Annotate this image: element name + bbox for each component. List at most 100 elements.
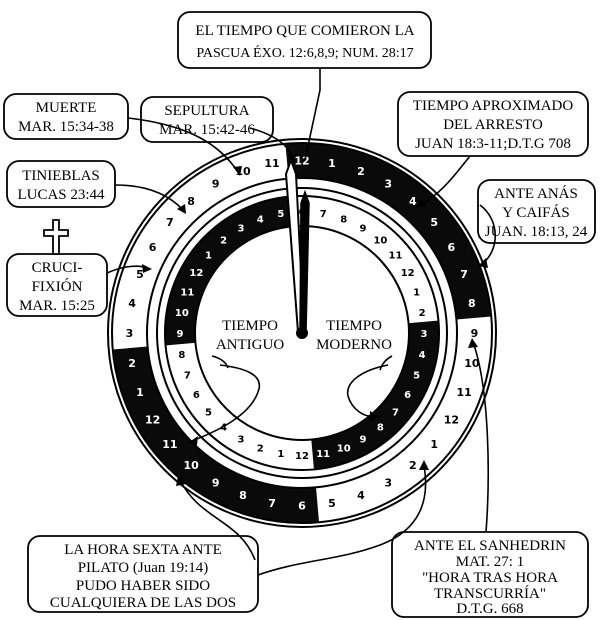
- outer-ring-number: 8: [187, 195, 195, 208]
- sepultura-line-1: SEPULTURA: [164, 103, 249, 119]
- inner-ring-number: 5: [413, 371, 420, 382]
- crucifixion-line-3: MAR. 15:25: [19, 298, 95, 314]
- anas-leader: [479, 204, 496, 265]
- sanhedrin-line-3: "HORA TRAS HORA: [422, 570, 558, 586]
- outer-ring-number: 10: [464, 357, 480, 370]
- outer-ring-number: 1: [136, 386, 144, 399]
- inner-ring-segment: [347, 208, 381, 246]
- outer-ring-number: 5: [136, 268, 144, 281]
- tinieblas-box: [6, 160, 116, 208]
- sanhedrin-line-4: TRANSCURRÍA": [434, 585, 546, 602]
- outer-ring-number: 9: [212, 476, 220, 489]
- arresto-line-3: JUAN 18:3-11;D.T.G 708: [415, 136, 571, 152]
- inner-ring-number: 9: [360, 223, 367, 234]
- outer-ring-number: 11: [162, 438, 177, 451]
- sanhedrin-box: [391, 531, 589, 618]
- inner-ring-number: 2: [220, 236, 227, 247]
- callout-texts: EL TIEMPO QUE COMIERON LA PASCUA ÉXO. 12…: [17, 23, 587, 617]
- antiguo-arrowhead: [188, 436, 198, 445]
- inner-ring-segment: [377, 236, 415, 272]
- inner-ring-number: 5: [205, 407, 212, 418]
- crucifixion-arrowhead: [142, 264, 152, 273]
- sanhedrin-arrowhead-top: [468, 338, 478, 348]
- outer-ring-segment: [221, 149, 262, 193]
- anas-line-3: JUAN. 18:13, 24: [485, 224, 588, 240]
- inner-ring-number: 6: [193, 390, 200, 401]
- sanhedrin-arrowhead-bottom: [419, 460, 429, 470]
- inner-ring-number: 11: [316, 449, 330, 460]
- outer-ring-number: 7: [166, 216, 174, 229]
- arresto-leader: [419, 155, 471, 206]
- arresto-arrowhead: [416, 198, 426, 207]
- inner-ring-number: 8: [340, 214, 347, 225]
- inner-ring-number: 7: [320, 209, 327, 220]
- inner-ring-segment: [398, 275, 435, 306]
- outer-ring-segment: [252, 143, 289, 184]
- tiempo-antiguo-label-1: TIEMPO: [222, 318, 278, 334]
- sanhedrin-line-1: ANTE EL SANHEDRIN: [414, 538, 566, 554]
- inner-ring-numbers: 6789101112123456789101112123456789101112…: [175, 207, 428, 462]
- inner-ring-segment: [177, 378, 215, 412]
- muerte-box: [3, 93, 129, 140]
- outer-ring-number: 11: [456, 386, 471, 399]
- outer-ring-number: 12: [294, 155, 309, 168]
- inner-ring-number: 6: [404, 390, 411, 401]
- inner-ring-number: 12: [189, 268, 203, 279]
- crucifixion-line-2: FIXIÓN: [32, 278, 83, 295]
- cross-icon: [43, 219, 69, 255]
- inner-ring-segment: [165, 342, 199, 369]
- outer-ring-number: 5: [328, 497, 336, 510]
- arresto-line-2: DEL ARRESTO: [443, 117, 543, 133]
- inner-ring-segment: [169, 360, 206, 391]
- inner-ring-number: 3: [238, 435, 245, 446]
- inner-ring-number: 10: [175, 308, 189, 319]
- tiempo-antiguo-label-2: ANTIGUO: [216, 337, 284, 353]
- inner-ring-number: 7: [392, 407, 399, 418]
- inner-ring-number: 8: [377, 422, 384, 433]
- outer-ring-number: 2: [409, 459, 417, 472]
- inner-ring-number: 12: [295, 451, 309, 462]
- outer-ring-number: 7: [460, 268, 468, 281]
- anas-line-1: ANTE ANÁS: [494, 185, 578, 202]
- sexta-line-3: PUDO HABER SIDO: [76, 578, 210, 594]
- outer-ring-number: 11: [264, 157, 279, 170]
- muerte-arrowhead: [233, 166, 242, 176]
- outer-ring-number: 8: [239, 489, 247, 502]
- outer-ring-number: 9: [471, 327, 479, 340]
- inner-ring-number: 9: [177, 329, 184, 340]
- center-arrows: [191, 355, 393, 442]
- outer-ring-number: 2: [128, 357, 136, 370]
- inner-ring-segment: [244, 429, 275, 466]
- outer-ring-edge: [111, 142, 493, 524]
- outer-ring-number: 10: [183, 459, 199, 472]
- antiguo-arrow: [191, 364, 261, 442]
- outer-ring-number: 6: [149, 241, 157, 254]
- sepultura-line-2: MAR. 15:42-46: [159, 122, 255, 138]
- outer-ring-number: 12: [444, 413, 459, 426]
- arresto-line-1: TIEMPO APROXIMADO: [413, 98, 574, 114]
- inner-ring-number: 5: [277, 209, 284, 220]
- inner-ring-number: 1: [277, 449, 284, 460]
- inner-ring-edge: [164, 195, 440, 471]
- outer-ring-number: 5: [430, 216, 438, 229]
- tinieblas-line-1: TINIEBLAS: [22, 168, 100, 184]
- inner-ring-number: 9: [360, 435, 367, 446]
- moderno-arrow: [346, 364, 389, 417]
- sanhedrin-leader: [472, 341, 489, 533]
- muerte-leader: [127, 117, 239, 173]
- inner-ring-number: 11: [180, 287, 194, 298]
- inner-ring-number: 2: [419, 308, 426, 319]
- inner-ring-number: 3: [421, 329, 428, 340]
- sexta-line-4: CUALQUIERA DE LAS DOS: [50, 595, 236, 611]
- inner-ring-number: 1: [205, 251, 212, 262]
- inner-ring-number: 8: [178, 350, 185, 361]
- outer-ring-segment: [456, 316, 492, 350]
- moderno-arrow-stub: [379, 355, 393, 371]
- outer-ring-number: 1: [328, 157, 336, 170]
- outer-ring-segment: [367, 459, 411, 506]
- inner-ring-number: 7: [184, 371, 191, 382]
- inner-ring-segment: [290, 439, 314, 470]
- outer-ring-segment: [129, 224, 176, 268]
- inner-ring-segment: [266, 436, 293, 470]
